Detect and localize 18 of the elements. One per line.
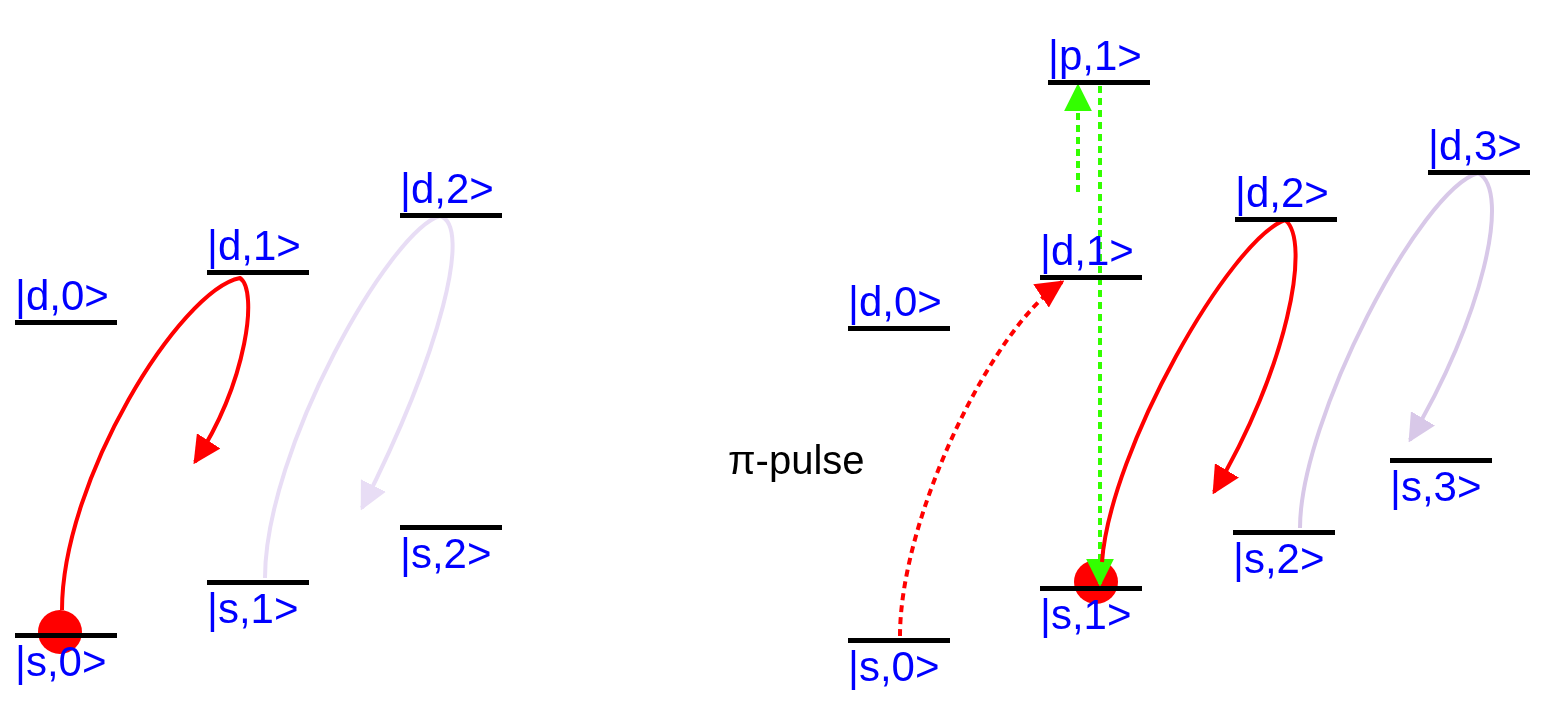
level-label: |s,1> (1040, 591, 1132, 639)
level-label: |s,2> (400, 530, 492, 578)
arrow (1086, 86, 1114, 587)
level-label: |s,0> (15, 638, 107, 686)
level-label: |d,0> (848, 278, 942, 326)
level-label: |s,2> (1233, 535, 1325, 583)
level-label: |d,3> (1428, 122, 1522, 170)
level-label: |s,0> (848, 643, 940, 691)
level-label: |d,2> (400, 165, 494, 213)
level-label: |s,3> (1390, 463, 1482, 511)
level-label: |s,1> (207, 585, 299, 633)
level-label: |d,0> (15, 272, 109, 320)
level-label: |p,1> (1048, 32, 1142, 80)
level-label: |d,2> (1235, 169, 1329, 217)
level-label: |d,1> (1040, 227, 1134, 275)
arrow (898, 280, 1065, 637)
arrow (1064, 83, 1092, 192)
level-label: |d,1> (207, 222, 301, 270)
